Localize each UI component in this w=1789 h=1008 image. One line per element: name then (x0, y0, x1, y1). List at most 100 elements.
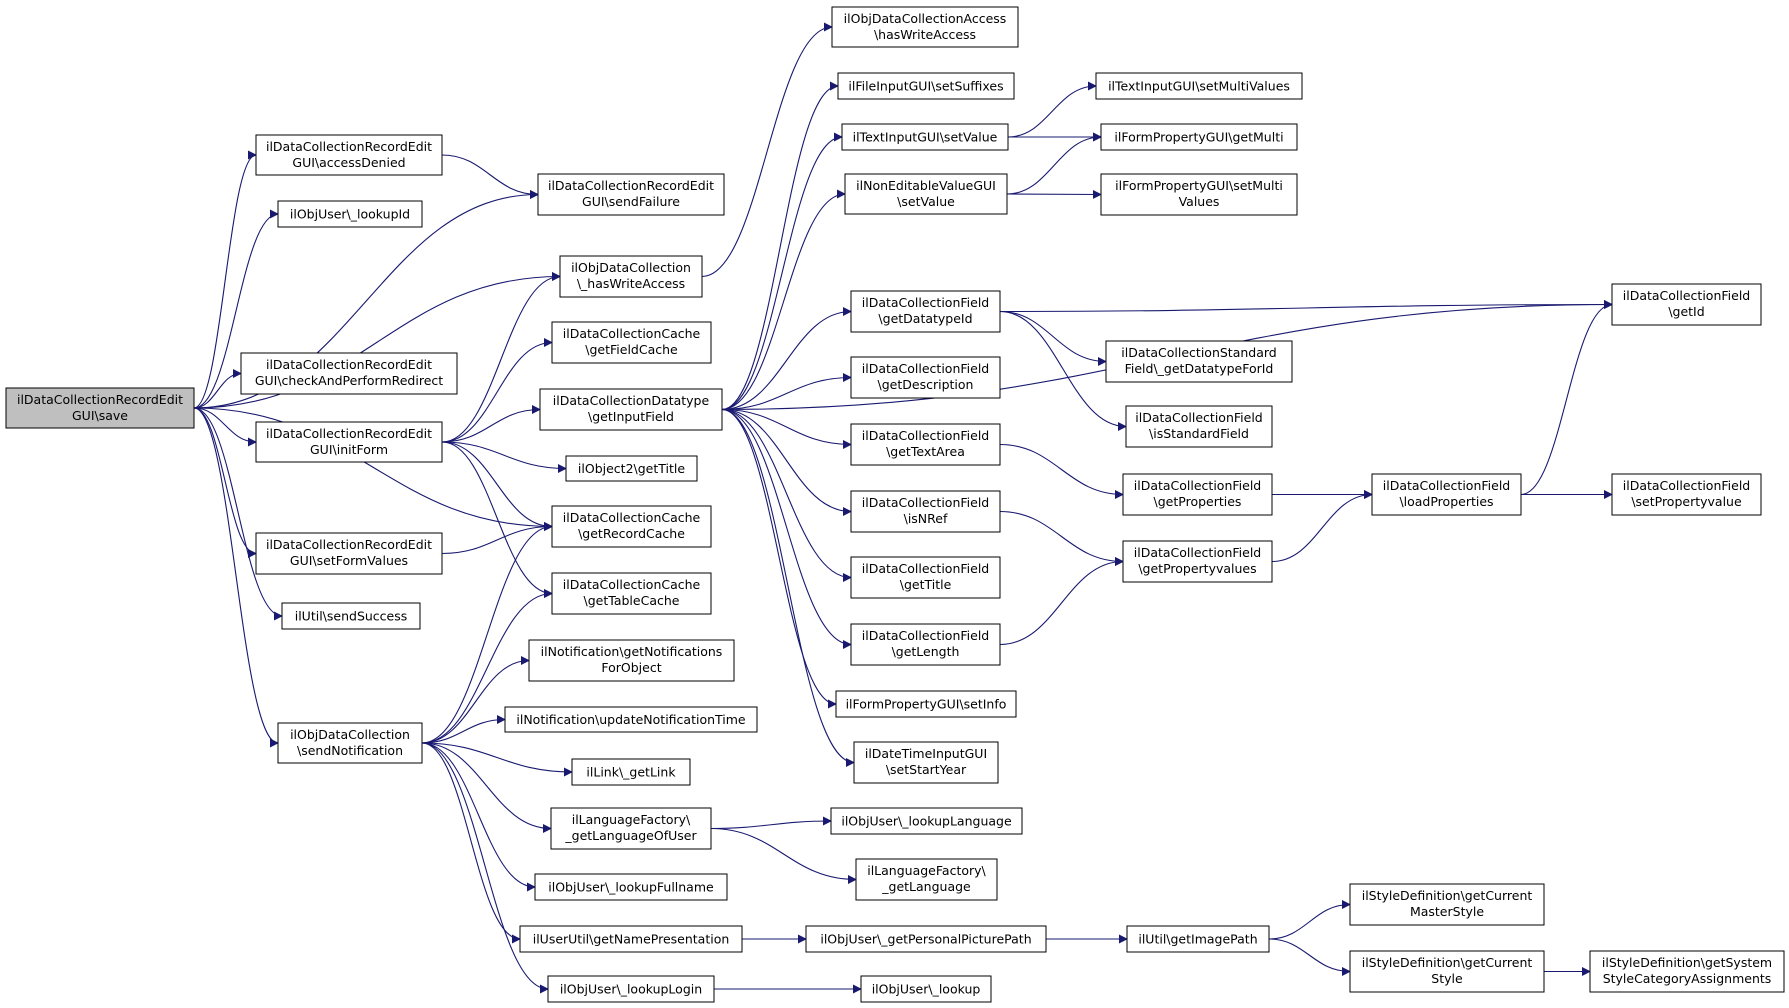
node-label: ilDataCollectionField (862, 495, 989, 510)
node-box (850, 356, 1001, 399)
node-box (255, 134, 443, 176)
node-getDescription[interactable]: ilDataCollectionField\getDescription (850, 356, 1001, 399)
node-setSuffixes[interactable]: ilFileInputGUI\setSuffixes (837, 72, 1015, 100)
node-sendFailure[interactable]: ilDataCollectionRecordEditGUI\sendFailur… (537, 173, 725, 216)
node-box (5, 387, 195, 429)
edge-getDatatypeId-to-getDatatypeForId (999, 310, 1107, 366)
node-textSetValue[interactable]: ilTextInputGUI\setValue (841, 123, 1009, 151)
node-getMulti[interactable]: ilFormPropertyGUI\getMulti (1100, 123, 1298, 151)
node-getTableCache[interactable]: ilDataCollectionCache\getTableCache (551, 572, 712, 615)
node-lookup[interactable]: ilObjUser\_lookup (860, 975, 992, 1003)
node-getPropertyvalues[interactable]: ilDataCollectionField\getPropertyvalues (1122, 540, 1273, 583)
edge-save-to-checkRedirect (193, 369, 242, 409)
node-label: ilLanguageFactory\ (572, 812, 691, 827)
node-label: ilUtil\getImagePath (1138, 932, 1257, 947)
node-getFieldCache[interactable]: ilDataCollectionCache\getFieldCache (551, 321, 712, 364)
edge-save-to-sendSuccess (193, 407, 283, 621)
node-sendSuccess[interactable]: ilUtil\sendSuccess (281, 602, 421, 630)
node-setFormValues[interactable]: ilDataCollectionRecordEditGUI\setFormVal… (255, 532, 443, 575)
node-lookupFullname[interactable]: ilObjUser\_lookupFullname (534, 873, 728, 901)
node-label: \getTextArea (886, 444, 965, 459)
edge-initForm-to-getRecordCache (441, 441, 553, 531)
node-setInfo[interactable]: ilFormPropertyGUI\setInfo (835, 690, 1017, 718)
edge-getInputField-to-setStartYear (721, 408, 855, 767)
node-setPropertyvalue[interactable]: ilDataCollectionField\setPropertyvalue (1611, 473, 1762, 516)
node-getFieldId[interactable]: ilDataCollectionField\getId (1611, 283, 1762, 326)
edge-save-to-accessDenied (193, 150, 257, 409)
node-setMultiVals2[interactable]: ilFormPropertyGUI\setMultiValues (1100, 173, 1298, 216)
node-getTitleField[interactable]: ilDataCollectionField\getTitle (850, 556, 1001, 599)
edge-getImagePath-to-getCurStyle (1268, 938, 1351, 976)
node-label: ForObject (601, 660, 661, 675)
node-label: ilNonEditableValueGUI (856, 178, 996, 193)
node-getTextArea[interactable]: ilDataCollectionField\getTextArea (850, 423, 1001, 466)
node-getImagePath[interactable]: ilUtil\getImagePath (1126, 925, 1270, 953)
node-isStandardField[interactable]: ilDataCollectionField\isStandardField (1125, 405, 1273, 448)
node-label: ilDataCollectionRecordEdit (266, 139, 432, 154)
edge-save-to-hasWriteAccess (193, 272, 561, 409)
node-getDatatypeForId[interactable]: ilDataCollectionStandardField\_getDataty… (1105, 340, 1293, 383)
node-getPictPath[interactable]: ilObjUser\_getPersonalPicturePath (805, 925, 1047, 953)
node-label: ilObjUser\_lookupLanguage (841, 814, 1012, 829)
node-box (504, 706, 758, 733)
node-label: ilDataCollectionRecordEdit (266, 426, 432, 441)
edge-getLangOfUser-to-lookupLanguage (710, 816, 832, 830)
node-label: ilObjUser\_lookupId (290, 207, 410, 222)
node-box (551, 505, 712, 548)
edge-sendNotification-to-lookupFullname (421, 742, 536, 892)
node-getNamePres[interactable]: ilUserUtil\getNamePresentation (519, 925, 743, 953)
node-label: \hasWriteAccess (874, 27, 976, 42)
node-accessHasWrite[interactable]: ilObjDataCollectionAccess\hasWriteAccess (831, 6, 1019, 48)
edge-getInputField-to-nonEditSetValue (721, 189, 846, 411)
edge-setFormValues-to-getRecordCache (441, 522, 553, 555)
node-loadProperties[interactable]: ilDataCollectionField\loadProperties (1371, 473, 1522, 516)
node-lookupLogin[interactable]: ilObjUser\_lookupLogin (547, 975, 715, 1003)
node-isNRef[interactable]: ilDataCollectionField\isNRef (850, 490, 1001, 533)
node-box (805, 925, 1047, 953)
node-getTitleObj[interactable]: ilObject2\getTitle (565, 455, 698, 482)
node-box (550, 807, 712, 850)
node-box (551, 321, 712, 364)
edge-isNRef-to-getPropertyvalues (999, 510, 1124, 566)
node-getLangOfUser[interactable]: ilLanguageFactory\_getLanguageOfUser (550, 807, 712, 850)
node-lookupLanguage[interactable]: ilObjUser\_lookupLanguage (830, 807, 1023, 835)
node-sendNotification[interactable]: ilObjDataCollection\sendNotification (277, 722, 423, 764)
node-checkRedirect[interactable]: ilDataCollectionRecordEditGUI\checkAndPe… (240, 352, 458, 395)
node-label: ilDataCollectionCache (563, 577, 701, 592)
node-box (1125, 405, 1273, 448)
node-updateNotifTime[interactable]: ilNotification\updateNotificationTime (504, 706, 758, 733)
node-box (1349, 950, 1545, 993)
node-getLanguage[interactable]: ilLanguageFactory\_getLanguage (855, 858, 998, 901)
node-getInputField[interactable]: ilDataCollectionDatatype\getInputField (539, 388, 723, 431)
node-setStartYear[interactable]: ilDateTimeInputGUI\setStartYear (853, 741, 999, 784)
node-hasWriteAccess[interactable]: ilObjDataCollection\_hasWriteAccess (559, 255, 703, 298)
node-lookupId[interactable]: ilObjUser\_lookupId (277, 200, 423, 228)
node-getDatatypeId[interactable]: ilDataCollectionField\getDatatypeId (850, 290, 1001, 333)
node-getRecordCache[interactable]: ilDataCollectionCache\getRecordCache (551, 505, 712, 548)
edge-initForm-to-getFieldCache (441, 338, 553, 443)
node-label: Field\_getDatatypeForId (1125, 361, 1274, 376)
node-label: ilDateTimeInputGUI (865, 746, 987, 761)
node-getLink[interactable]: ilLink\_getLink (571, 758, 691, 786)
node-label: \getFieldCache (585, 342, 678, 357)
node-getProperties[interactable]: ilDataCollectionField\getProperties (1122, 473, 1273, 516)
node-getSysStyleCat[interactable]: ilStyleDefinition\getSystemStyleCategory… (1589, 950, 1785, 993)
edge-getInputField-to-setSuffixes (721, 81, 839, 411)
node-label: ilDataCollectionRecordEdit (266, 357, 432, 372)
node-box (277, 722, 423, 764)
node-accessDenied[interactable]: ilDataCollectionRecordEditGUI\accessDeni… (255, 134, 443, 176)
edge-getDatatypeId-to-isStandardField (999, 310, 1127, 431)
node-box (855, 858, 998, 901)
node-setMultiValues[interactable]: ilTextInputGUI\setMultiValues (1095, 72, 1303, 100)
node-getLength[interactable]: ilDataCollectionField\getLength (850, 623, 1001, 666)
node-label: ilDataCollectionField (862, 561, 989, 576)
node-nonEditSetValue[interactable]: ilNonEditableValueGUI\setValue (844, 173, 1008, 215)
node-label: ilDataCollectionField (862, 428, 989, 443)
node-box (1611, 473, 1762, 516)
